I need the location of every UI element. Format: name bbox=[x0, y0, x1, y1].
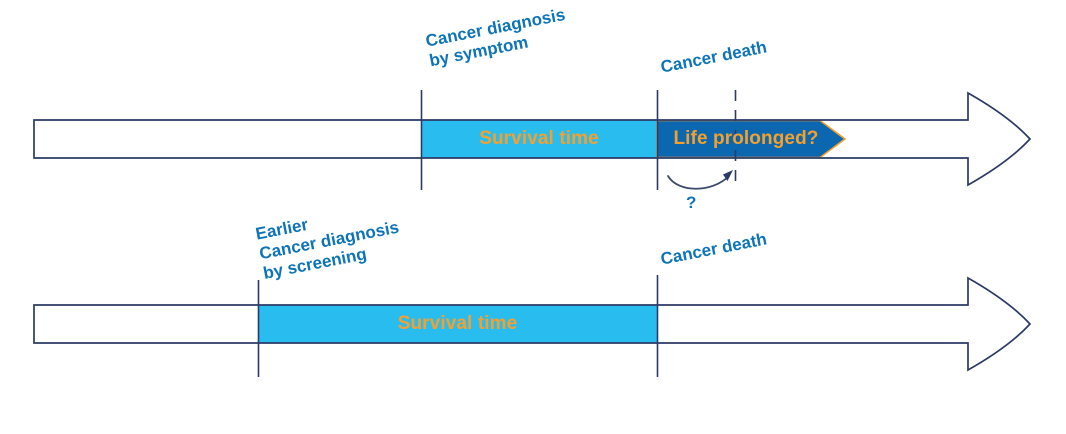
annotation-question-mark: ? bbox=[686, 193, 697, 212]
timeline-arrow-outline-1 bbox=[33, 91, 1032, 187]
timeline-arrow-outline-2 bbox=[33, 276, 1032, 372]
segment-survival-time-2-fill bbox=[258, 305, 657, 343]
segment-label-survival-time: Survival time bbox=[479, 128, 599, 149]
annotation-arrowhead bbox=[723, 170, 733, 181]
segment-label-life-prolonged: Life prolonged? bbox=[673, 128, 819, 149]
segment-label-survival-time-2: Survival time bbox=[397, 313, 518, 334]
annotation-curve-arrow bbox=[667, 175, 730, 190]
segment-survival-time-fill bbox=[421, 120, 657, 158]
